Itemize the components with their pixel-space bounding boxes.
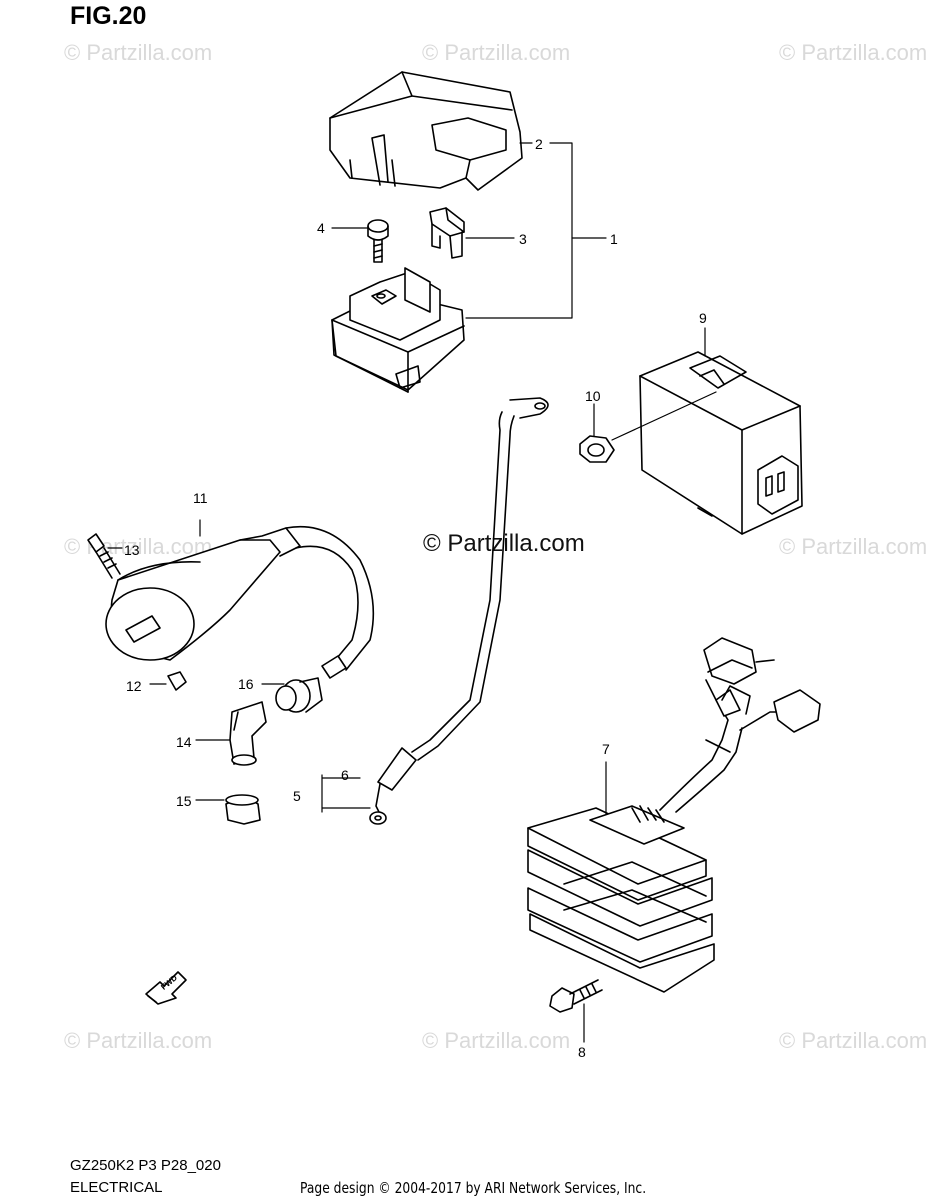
leader-lines-top (331, 142, 607, 319)
part-9-cdi-unit (639, 351, 803, 535)
watermark: © Partzilla.com (779, 40, 927, 65)
callout-8: 8 (578, 1044, 586, 1060)
watermark: © Partzilla.com (64, 40, 213, 65)
callout-10: 10 (585, 388, 601, 404)
callout-6: 6 (341, 767, 349, 783)
callout-7: 7 (602, 741, 610, 757)
part-11-ignition-coil (105, 519, 375, 679)
part-7-harness (659, 637, 821, 813)
callout-4: 4 (317, 220, 325, 236)
watermark: © Partzilla.com (64, 1028, 213, 1053)
fwd-arrow-icon (145, 971, 187, 1005)
part-15-boot (195, 794, 261, 825)
figure-name: ELECTRICAL (70, 1179, 163, 1196)
callout-5: 5 (293, 788, 301, 804)
callout-3: 3 (519, 231, 527, 247)
callout-9: 9 (699, 310, 707, 326)
watermark: © Partzilla.com (64, 534, 213, 559)
figure-title: FIG.20 (70, 2, 147, 30)
callout-13: 13 (124, 542, 140, 558)
callout-16: 16 (238, 676, 254, 692)
callout-1: 1 (610, 231, 618, 247)
part-1-relay (331, 267, 465, 393)
part-7-regulator (527, 761, 715, 993)
callout-11: 11 (193, 490, 208, 506)
callout-15: 15 (176, 793, 192, 809)
ground-wire (369, 397, 549, 825)
watermark: © Partzilla.com (779, 1028, 927, 1053)
part-13-bolt (87, 533, 123, 579)
callout-2: 2 (535, 136, 543, 152)
callout-12: 12 (126, 678, 142, 694)
part-4-screw (367, 219, 389, 263)
part-8-bolt (549, 979, 603, 1043)
figure-code: GZ250K2 P3 P28_020 (70, 1157, 221, 1174)
watermark: © Partzilla.com (422, 40, 571, 65)
watermark: © Partzilla.com (422, 1028, 571, 1053)
part-3-fuse (429, 207, 465, 259)
callout-14: 14 (176, 734, 192, 750)
part-2-cover (329, 71, 523, 191)
part-12-cap (149, 671, 187, 691)
page-credit: Page design © 2004-2017 by ARI Network S… (300, 1179, 647, 1197)
part-10-nut (579, 403, 615, 463)
part-14-plug-cap (195, 701, 267, 766)
part-16-grommet (261, 677, 323, 713)
watermark: © Partzilla.com (779, 534, 927, 559)
